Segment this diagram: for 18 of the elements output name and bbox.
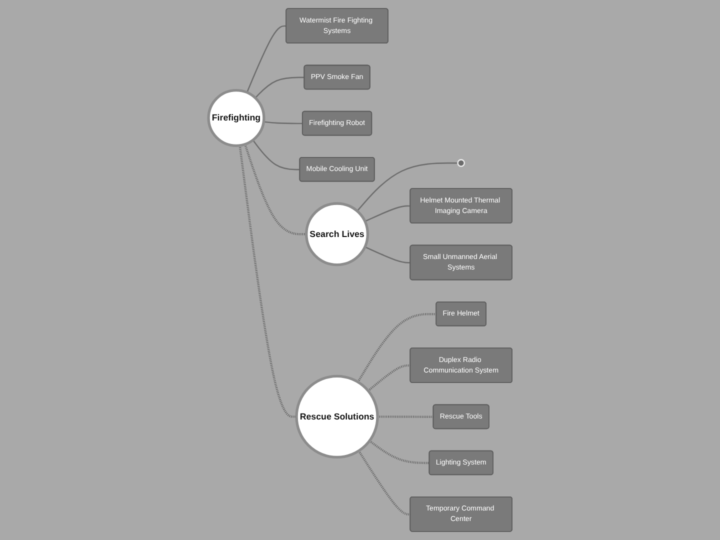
node-circle: Rescue Solutions [294, 374, 379, 459]
connector [356, 312, 436, 383]
connector [252, 140, 300, 170]
connector [367, 364, 410, 392]
connector [356, 162, 458, 212]
connector [246, 25, 286, 93]
node-circle: Firefighting [206, 88, 265, 147]
connector [254, 76, 304, 98]
connector [238, 145, 296, 418]
connector [368, 440, 430, 464]
connector [364, 246, 410, 264]
node-circle [456, 159, 465, 168]
connector [263, 121, 302, 124]
connector [244, 144, 306, 236]
connector [364, 205, 410, 222]
connector [377, 416, 434, 418]
node-circle: Search Lives [304, 202, 369, 266]
connector [358, 450, 410, 516]
